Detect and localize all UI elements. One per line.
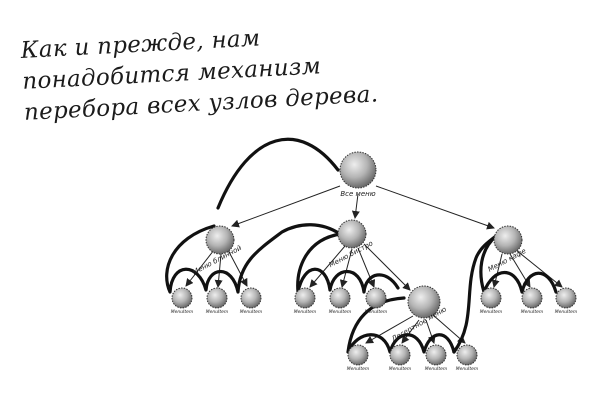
tree-nodes	[171, 151, 577, 366]
leaf-label: MenuItem	[389, 366, 412, 372]
edge-bistro-leaf2	[339, 248, 353, 288]
leaf-node	[240, 287, 262, 309]
edge-root-to-pancake	[231, 185, 341, 228]
leaf-label: MenuItem	[329, 309, 352, 315]
leaf-node	[347, 344, 369, 366]
leaf-node	[171, 287, 193, 309]
leaf-node	[456, 344, 478, 366]
leaf-label: MenuItem	[347, 366, 370, 372]
traversal-cafe-subtree	[479, 234, 558, 294]
leaf-label: MenuItem	[480, 309, 503, 315]
root-node	[339, 151, 377, 189]
traversal-root-to-pancake	[216, 137, 340, 210]
pancake-menu-node	[205, 225, 235, 255]
leaf-label: MenuItem	[294, 309, 317, 315]
leaf-label: MenuItem	[240, 309, 263, 315]
leaf-label: MenuItem	[171, 309, 194, 315]
traversal-pancake-subtree	[165, 223, 342, 294]
tree-edges	[185, 185, 563, 344]
edge-root-to-cafe	[375, 185, 495, 230]
edge-bistro-leaf1	[309, 245, 346, 288]
leaf-label: MenuItem	[521, 309, 544, 315]
edge-pancake-leaf3	[227, 249, 248, 287]
edge-cafe-leaf1	[491, 253, 503, 288]
edge-dessert-leaf2	[401, 319, 420, 344]
leaf-node	[555, 287, 577, 309]
leaf-node	[294, 287, 316, 309]
leaf-node	[521, 287, 543, 309]
leaf-node	[329, 287, 351, 309]
leaf-node	[365, 287, 387, 309]
traversal-path	[165, 137, 558, 354]
leaf-node	[389, 344, 411, 366]
leaf-node	[480, 287, 502, 309]
traversal-to-cafe	[452, 234, 498, 354]
traversal-bistro-subtree	[296, 232, 400, 294]
leaf-label: MenuItem	[555, 309, 578, 315]
edge-pancake-leaf1	[185, 249, 215, 287]
dessert-menu-node	[407, 285, 441, 319]
edge-bistro-leaf3	[357, 247, 376, 288]
traversal-dessert-subtree	[346, 296, 456, 354]
leaf-node	[425, 344, 447, 366]
leaf-label: MenuItem	[206, 309, 229, 315]
leaf-label: MenuItem	[365, 309, 388, 315]
leaf-node	[206, 287, 228, 309]
cafe-menu-node	[493, 225, 523, 255]
root-label: Все меню	[340, 190, 375, 198]
edge-root-to-bistro	[351, 193, 360, 219]
edge-cafe-leaf3	[515, 249, 563, 288]
leaf-label: MenuItem	[456, 366, 479, 372]
edge-dessert-leaf1	[365, 315, 414, 344]
bistro-menu-node	[337, 219, 367, 249]
edge-dessert-leaf4	[432, 314, 466, 344]
leaf-label: MenuItem	[425, 366, 448, 372]
edge-bistro-dessert	[363, 243, 411, 291]
